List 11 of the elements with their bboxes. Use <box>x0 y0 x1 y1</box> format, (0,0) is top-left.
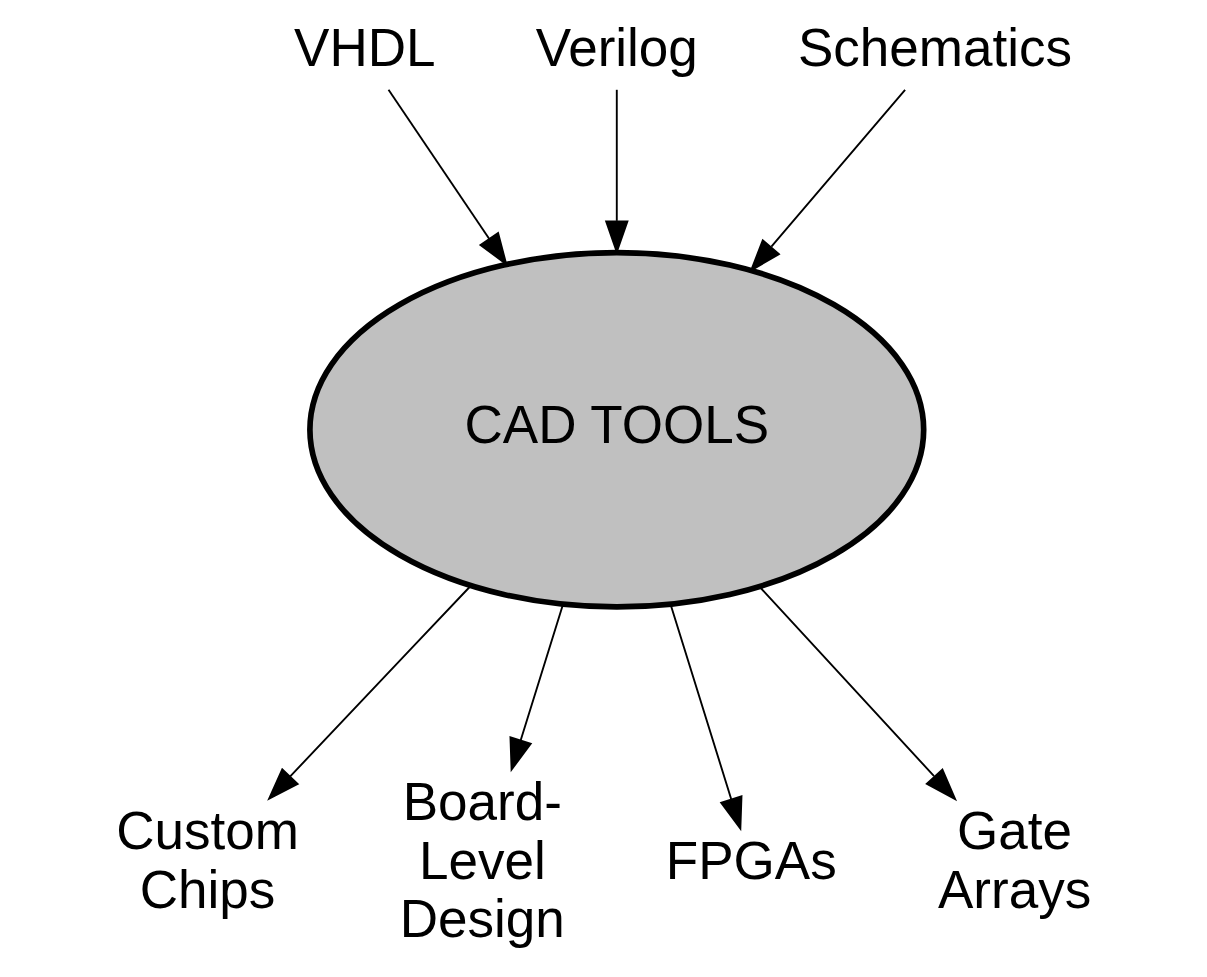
node-text: Board- Level Design <box>399 771 565 949</box>
node-text: Custom Chips <box>115 801 299 919</box>
arrow <box>758 586 957 802</box>
arrow <box>508 603 564 773</box>
arrow <box>266 584 472 801</box>
node-text: Schematics <box>797 17 1072 77</box>
node-text: Verilog <box>535 17 698 77</box>
node-text: VHDL <box>293 17 436 77</box>
node-ellipse: CAD TOOLS <box>306 249 926 610</box>
node-text: Gate Arrays <box>937 801 1091 919</box>
node-text: FPGAs <box>665 830 837 890</box>
